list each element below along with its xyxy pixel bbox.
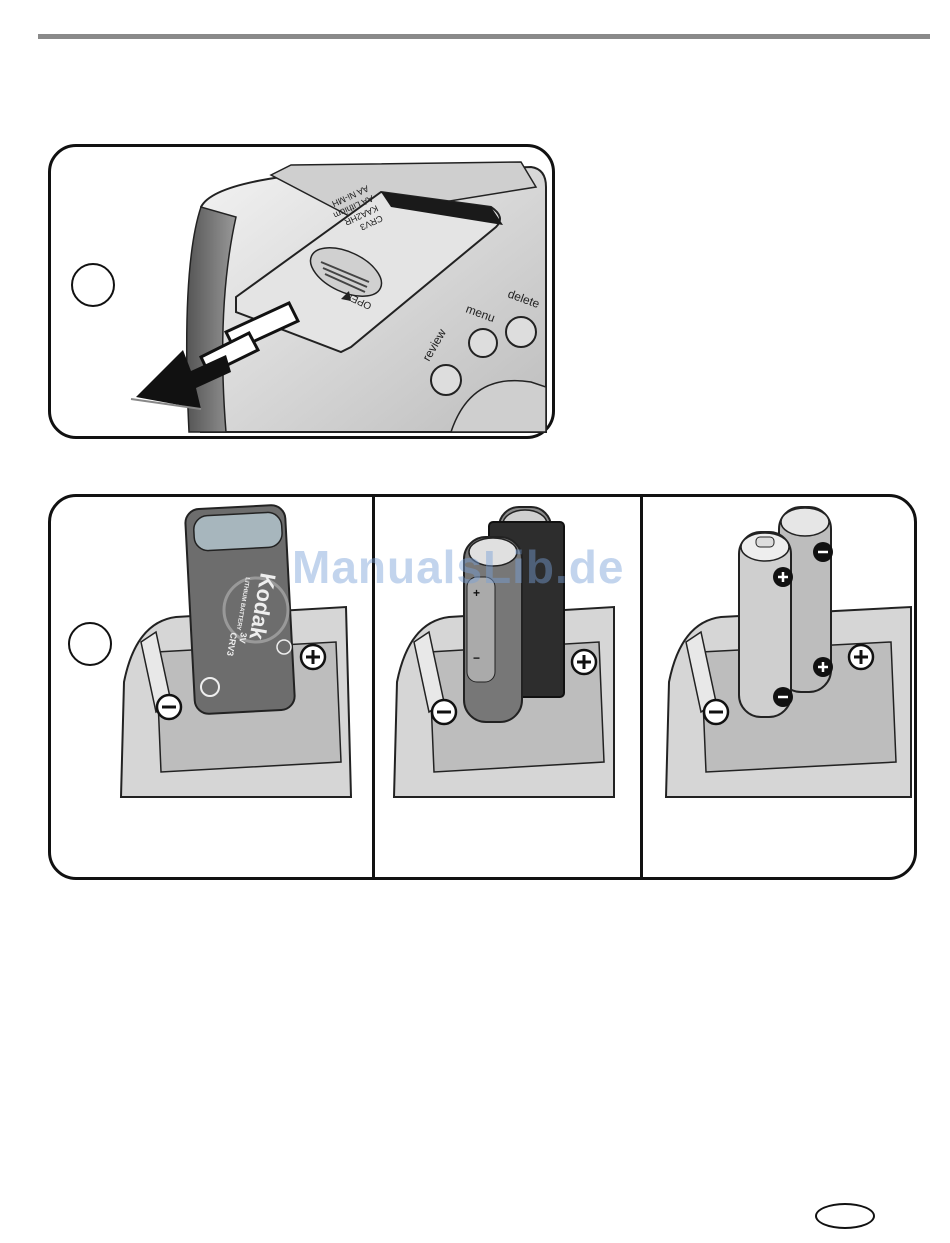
compartment-minus-icon (157, 695, 181, 719)
camera-door-illustration: CRV3 KAA2HR AA Lithium AA Ni-MH OPEN del… (51, 147, 552, 436)
aa1-plus-icon (773, 567, 793, 587)
compartment-plus-icon-b (572, 650, 596, 674)
compartment-plus-icon (301, 645, 325, 669)
aa-batteries-illustration (661, 502, 921, 802)
aa2-plus-icon (813, 657, 833, 677)
aa1-minus-icon (773, 687, 793, 707)
cell-minus-label: − (473, 651, 480, 665)
step-2-marker (68, 622, 112, 666)
compartment-minus-icon-b (432, 700, 456, 724)
delete-button (506, 317, 536, 347)
step-1-panel: CRV3 KAA2HR AA Lithium AA Ni-MH OPEN del… (48, 144, 555, 439)
compartment-minus-icon-c (704, 700, 728, 724)
aa2-minus-icon (813, 542, 833, 562)
compartment-plus-icon-c (849, 645, 873, 669)
menu-button (469, 329, 497, 357)
header-rule (38, 34, 930, 39)
review-button (431, 365, 461, 395)
panel-divider-2 (640, 497, 643, 877)
page-number-oval (815, 1203, 875, 1229)
watermark: ManualsLib.de (292, 540, 624, 594)
